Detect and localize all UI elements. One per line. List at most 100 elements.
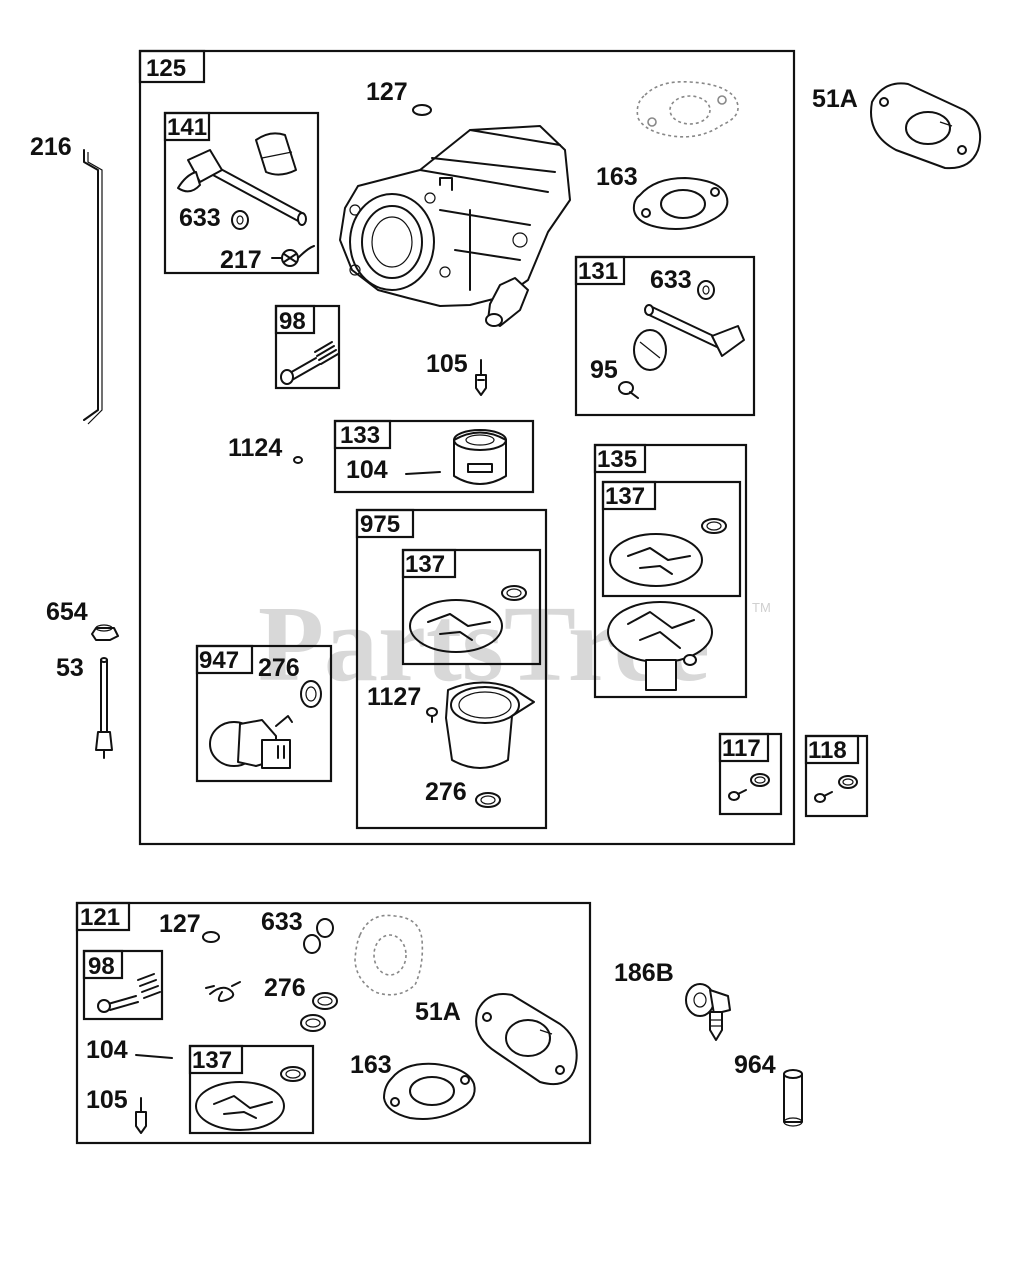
- screw-95: [618, 381, 639, 399]
- part-label-51A: 51A: [812, 85, 858, 113]
- float-bowl-975: [445, 681, 535, 769]
- group-tag-box-98-a: [274, 304, 316, 335]
- group-box-137-b: [401, 548, 542, 666]
- part-label-633-c: 633: [261, 908, 303, 936]
- o-ring-1124: [293, 456, 303, 464]
- choke-shaft-131: [633, 304, 745, 371]
- group-tag-box-125: [138, 49, 206, 84]
- group-tag-131: 131: [578, 258, 618, 285]
- group-box-131: [574, 255, 756, 417]
- gaskets-276-c: [300, 992, 338, 1032]
- group-tag-137-a: 137: [605, 483, 645, 510]
- fuel-fitting-186B: [685, 983, 731, 1041]
- part-label-105-b: 105: [86, 1086, 128, 1114]
- group-box-141: [163, 111, 320, 275]
- part-label-104-b: 104: [86, 1036, 128, 1064]
- part-label-127-b: 127: [159, 910, 201, 938]
- idle-screw-98-b: [97, 973, 161, 1013]
- group-tag-box-135: [593, 443, 647, 474]
- part-label-163: 163: [596, 163, 638, 191]
- group-tag-box-118: [804, 734, 860, 765]
- o-ring-127-b: [202, 931, 220, 943]
- group-box-135: [593, 443, 748, 699]
- group-box-121: [75, 901, 592, 1145]
- governor-link-216-edge: [87, 152, 103, 425]
- group-box-947: [195, 644, 333, 783]
- bushing-633-b: [697, 280, 715, 300]
- float-pin-104-a: [405, 471, 441, 475]
- group-tag-box-131: [574, 255, 626, 286]
- part-label-216: 216: [30, 133, 72, 161]
- carburetor-body: [339, 125, 571, 327]
- part-label-51A-b: 51A: [415, 998, 461, 1026]
- group-tag-box-975: [355, 508, 415, 539]
- group-tag-137-c: 137: [192, 1047, 232, 1074]
- group-tag-975: 975: [360, 511, 400, 538]
- part-label-654: 654: [46, 598, 88, 626]
- group-tag-133: 133: [340, 422, 380, 449]
- idle-screw-98-a: [280, 341, 339, 385]
- group-tag-117: 117: [722, 735, 761, 762]
- group-box-975: [355, 508, 548, 830]
- part-label-163-b: 163: [350, 1051, 392, 1079]
- part-label-276-b: 276: [425, 778, 467, 806]
- nut-654: [91, 624, 119, 641]
- part-label-186B: 186B: [614, 959, 674, 987]
- part-label-1124: 1124: [228, 434, 282, 462]
- screw-and-washer-118: [814, 775, 858, 803]
- gasket-kit-137-a: [609, 518, 727, 587]
- group-tag-947: 947: [199, 647, 239, 674]
- gasket-grey-outline: [636, 80, 739, 138]
- group-tag-98-a: 98: [279, 308, 306, 335]
- group-tag-141: 141: [167, 114, 207, 141]
- gasket-276-b: [475, 792, 501, 808]
- float-pin-104-b: [135, 1054, 173, 1059]
- part-label-964: 964: [734, 1051, 776, 1079]
- group-tag-125: 125: [146, 55, 186, 82]
- gasket-51A-a: [870, 82, 982, 170]
- part-label-105: 105: [426, 350, 468, 378]
- watermark-trademark: TM: [752, 600, 771, 615]
- bushing-633-a: [231, 210, 249, 230]
- gasket-163: [632, 177, 729, 230]
- group-tag-box-121: [75, 901, 131, 932]
- part-label-633-b: 633: [650, 266, 692, 294]
- part-label-633: 633: [179, 204, 221, 232]
- part-label-276-c: 276: [264, 974, 306, 1002]
- part-label-53: 53: [56, 654, 84, 682]
- group-tag-box-141: [163, 111, 211, 142]
- float-needle-105-a: [475, 359, 487, 396]
- stud-53: [95, 657, 113, 759]
- part-label-104: 104: [346, 456, 388, 484]
- gasket-51A-b: [475, 993, 578, 1086]
- group-tag-135: 135: [597, 446, 637, 473]
- float-needle-105-b: [135, 1097, 147, 1134]
- gasket-163-b: [383, 1062, 476, 1120]
- gasket-kit-137-b: [409, 585, 527, 653]
- part-label-217: 217: [220, 246, 262, 274]
- gasket-kit-137-c: [195, 1066, 306, 1131]
- part-label-95: 95: [590, 356, 618, 384]
- fuel-solenoid-947: [209, 715, 293, 769]
- group-box-137-c: [188, 1044, 315, 1135]
- group-tag-box-133: [333, 419, 392, 450]
- screw-and-washer-117: [728, 773, 770, 801]
- group-tag-box-117: [718, 732, 770, 763]
- sleeve-964: [783, 1069, 803, 1127]
- gasket-276-a: [300, 680, 322, 708]
- group-tag-box-137-c: [188, 1044, 244, 1075]
- group-tag-box-137-b: [401, 548, 457, 579]
- group-box-137-a: [601, 480, 742, 598]
- group-tag-box-137-a: [601, 480, 657, 511]
- part-label-1127: 1127: [367, 683, 421, 711]
- group-box-125: [138, 49, 796, 846]
- part-label-127: 127: [366, 78, 408, 106]
- screw-1127: [426, 707, 438, 723]
- gasket-grey-outline-b: [354, 914, 424, 996]
- group-tag-box-98-b: [82, 949, 124, 980]
- group-tag-137-b: 137: [405, 551, 445, 578]
- spring-217: [271, 245, 315, 267]
- group-tag-box-947: [195, 644, 254, 675]
- o-ring-127: [412, 104, 432, 116]
